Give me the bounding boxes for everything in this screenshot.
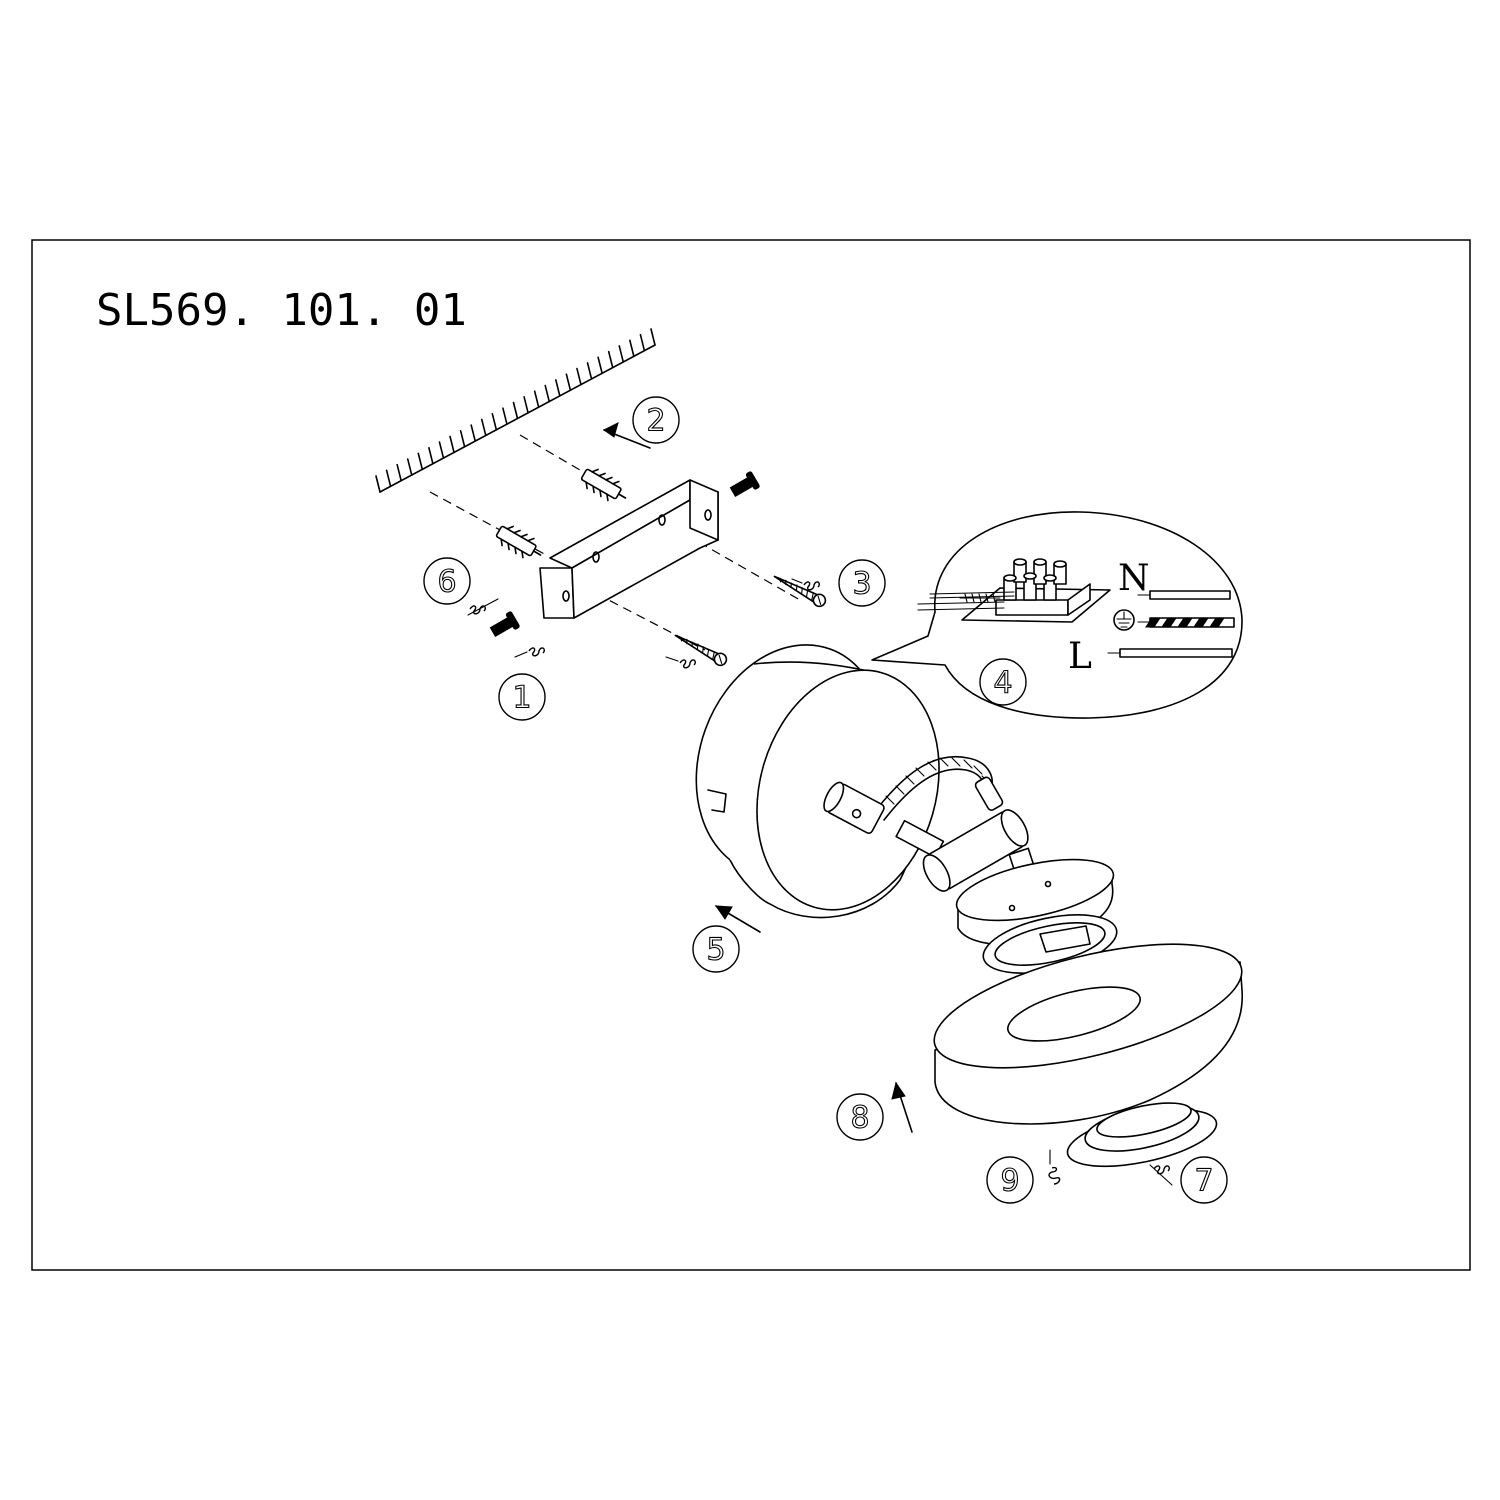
callout-number-1: 1	[512, 681, 531, 716]
wall-hatch-mark	[555, 379, 561, 397]
callout-number-6: 6	[437, 565, 456, 600]
wall-hatch-mark	[438, 441, 445, 459]
wall-hatch-mark	[629, 339, 635, 358]
bracket-screw-upper	[729, 471, 760, 498]
callout-number-8: 8	[850, 1101, 869, 1136]
wall-hatch-mark	[523, 396, 529, 414]
lamp-side-wires	[917, 591, 1015, 611]
callout-number-3: 3	[852, 567, 871, 602]
wall-hatch-mark	[470, 424, 476, 442]
callout-circle-7	[1180, 1156, 1228, 1204]
callout-number-9: 9	[1000, 1164, 1019, 1199]
wall-hatch-mark	[428, 446, 434, 465]
bracket-screw-lower	[489, 611, 520, 638]
screw-turn-symbol-6	[467, 598, 499, 616]
earth-ground-icon	[1113, 609, 1135, 631]
wall-hatch-mark	[565, 373, 572, 392]
callout-circle-4	[979, 658, 1027, 706]
arrow-step-5	[715, 905, 761, 933]
wall-hatch-mark	[544, 384, 551, 403]
wall-hatch-mark	[586, 362, 593, 380]
model-number-title: SL569. 101. 01	[96, 285, 467, 336]
mains-neutral-wire	[1137, 590, 1231, 600]
wall-hatch-mark	[639, 333, 646, 352]
arrow-step-2	[603, 422, 651, 449]
wall-surface	[375, 328, 656, 493]
callout-circle-5	[692, 925, 740, 973]
wall-hatch-mark	[502, 407, 508, 425]
callout-number-5: 5	[706, 933, 725, 968]
lamp-arm-joint	[823, 755, 1048, 913]
cable-coil-mark	[905, 775, 915, 785]
lamp-canopy-base	[695, 644, 940, 919]
wall-plug-upper	[580, 468, 627, 502]
wall-hatch-mark	[459, 429, 466, 448]
screw-turn-symbol-9	[1048, 1149, 1061, 1185]
callout-number-7: 7	[1194, 1164, 1213, 1199]
mains-live-wire	[1107, 648, 1233, 658]
wall-hatch-mark	[396, 463, 402, 482]
live-wire-label: L	[1068, 636, 1092, 677]
wood-screw-upper	[773, 575, 827, 608]
wall-hatch-mark	[650, 328, 656, 346]
wall-hatch-mark	[533, 390, 540, 408]
wall-hatch-mark	[597, 356, 603, 375]
callout-circle-6	[423, 557, 471, 605]
wall-hatch-mark	[576, 367, 582, 386]
wall-hatch-mark	[406, 458, 413, 476]
wall-hatch-mark	[449, 435, 455, 454]
callout-circle-2	[632, 396, 680, 444]
screw-turn-symbol-3	[791, 578, 821, 591]
wiring-detail-bubble: N L	[871, 511, 1243, 719]
callout-number-4: 4	[993, 666, 1012, 701]
callout-circle-9	[986, 1156, 1034, 1204]
neutral-wire-label: N	[1118, 558, 1150, 599]
drawing-frame	[31, 239, 1471, 1271]
wall-hatch-mark	[375, 475, 381, 493]
wall-hatch-mark	[491, 413, 498, 431]
wall-hatch-mark	[385, 469, 392, 488]
mains-earth-wire	[1137, 617, 1235, 628]
cable-coil-mark	[895, 785, 905, 795]
cable-coil-mark	[885, 795, 895, 805]
callout-circle-3	[838, 559, 886, 607]
callout-number-2: 2	[646, 404, 665, 439]
cable-coil-mark	[915, 767, 925, 777]
callout-circle-8	[836, 1093, 884, 1141]
cable-coil-mark	[927, 761, 937, 771]
led-ring-head	[933, 943, 1243, 1125]
arrow-step-8	[891, 1081, 913, 1133]
wall-hatch-mark	[607, 350, 614, 369]
step-callouts: 1 2 3 4 5 6 7 8 9	[423, 396, 1228, 1204]
wall-hatch-mark	[512, 401, 519, 420]
callout-circle-1	[498, 673, 546, 721]
cable-coil-mark	[939, 757, 949, 767]
screw-turn-symbol-1-right	[665, 656, 697, 669]
screw-turn-symbol-7	[1149, 1164, 1173, 1186]
wall-hatch-mark	[417, 452, 424, 471]
wall-hatch-mark	[618, 345, 625, 363]
wall-hatch-mark	[480, 418, 487, 437]
cable-coil-mark	[973, 765, 983, 775]
mounting-bracket	[539, 479, 719, 619]
wall-plug-lower	[495, 525, 542, 559]
screw-turn-symbol-1-left	[514, 647, 546, 658]
cable-coil-mark	[963, 759, 973, 769]
cable-coil-mark	[951, 757, 961, 767]
wood-screw-lower	[674, 634, 728, 667]
lens-diffuser	[1066, 1102, 1218, 1168]
